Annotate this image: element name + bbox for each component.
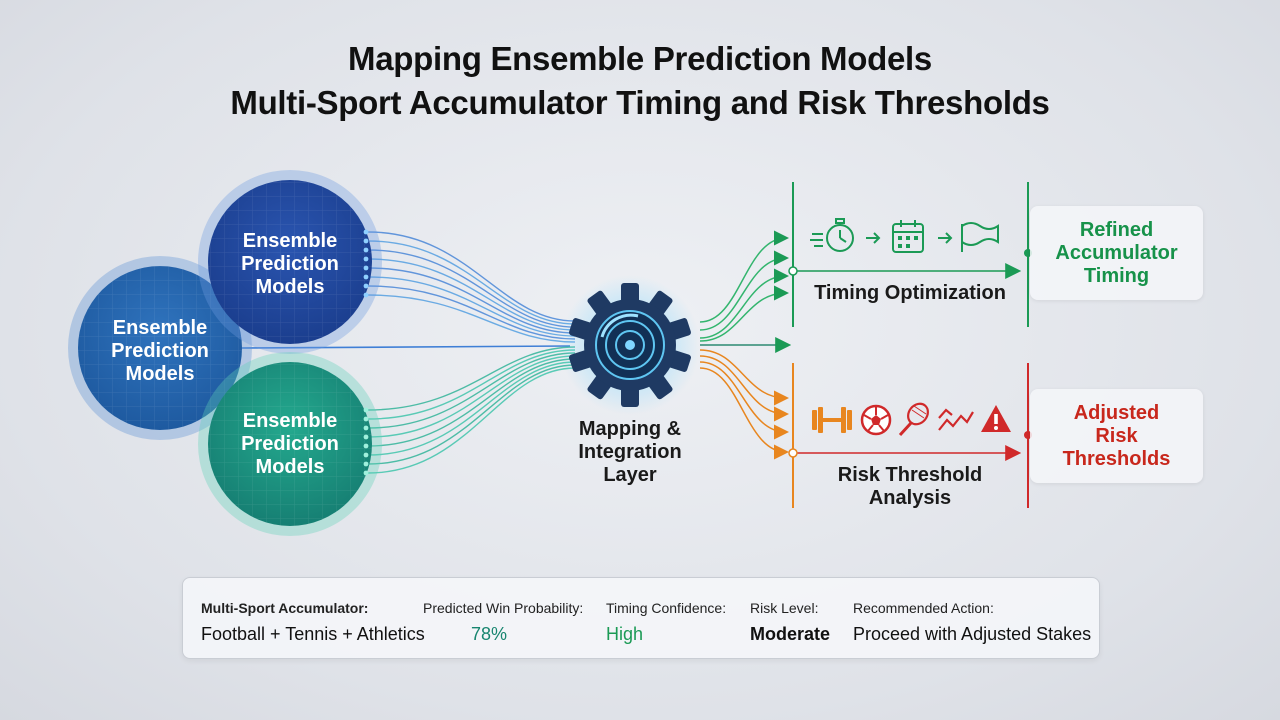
node-dot — [363, 461, 369, 467]
flow-line — [367, 364, 576, 465]
gear-icon — [560, 275, 700, 415]
calendar-icon — [892, 220, 924, 253]
gear-tooth — [621, 283, 639, 303]
arrow-right-icon — [938, 232, 953, 244]
node-dot — [363, 434, 369, 440]
node-dot — [363, 265, 369, 271]
flow-line — [367, 352, 576, 429]
risk-flow-lines — [699, 349, 789, 460]
timing-flow-line — [699, 285, 789, 342]
node-dot — [363, 470, 369, 476]
soccer-ball-icon — [860, 404, 892, 436]
node-dot — [363, 407, 369, 413]
flow-line — [367, 285, 576, 340]
node-dot — [363, 247, 369, 253]
flow-line — [367, 240, 576, 325]
flow-line — [367, 231, 576, 322]
model-circle-top — [198, 170, 382, 354]
risk-node — [788, 448, 798, 458]
risk-flow-line — [699, 355, 789, 422]
flow-line — [367, 258, 576, 331]
title-line-1: Mapping Ensemble Prediction Models — [348, 40, 932, 77]
gear-tooth — [621, 387, 639, 407]
flow-line — [367, 355, 576, 438]
node-dot — [363, 229, 369, 235]
node-dot — [363, 283, 369, 289]
flow-line — [241, 345, 571, 349]
blue-flow-lines — [241, 231, 576, 349]
risk-flow-line — [699, 367, 789, 460]
flow-line — [367, 249, 576, 328]
title-line-2: Multi-Sport Accumulator Timing and Risk … — [230, 84, 1050, 121]
node-dot — [363, 452, 369, 458]
model-circle-left — [68, 256, 252, 440]
summary-win-probability: Predicted Win Probability: 78% — [423, 600, 584, 644]
node-dot — [363, 416, 369, 422]
timing-flow-line — [699, 230, 789, 323]
node-dot — [363, 256, 369, 262]
summary-timing-confidence: Timing Confidence: High — [606, 600, 727, 644]
summary-accumulator: Multi-Sport Accumulator: Football + Tenn… — [201, 600, 425, 644]
flow-line — [367, 349, 576, 420]
summary-risk-level: Risk Level: Moderate — [750, 600, 831, 644]
timing-node — [788, 266, 798, 276]
flow-line — [367, 276, 576, 337]
flow-line — [367, 358, 576, 447]
node-dots — [363, 229, 369, 476]
timing-flow-lines — [699, 230, 789, 342]
flow-line — [367, 294, 576, 343]
trend-chart-icon — [938, 408, 974, 431]
timing-flow-line — [699, 250, 789, 331]
flow-line — [367, 367, 576, 474]
timing-stage-label: Timing Optimization — [814, 282, 1006, 304]
timing-flow-line — [699, 268, 789, 339]
summary-recommended-action: Recommended Action: Proceed with Adjuste… — [853, 600, 1092, 644]
stopwatch-icon — [810, 218, 854, 252]
dumbbell-icon — [812, 407, 852, 433]
risk-flow-line — [699, 349, 789, 406]
flow-line — [367, 346, 576, 411]
flow-line — [367, 267, 576, 334]
tennis-racket-icon — [898, 402, 929, 437]
finish-flag-icon — [961, 222, 999, 252]
arrow-right-icon — [866, 232, 881, 244]
summary-panel: Multi-Sport Accumulator: Football + Tenn… — [182, 577, 1100, 659]
node-dot — [363, 425, 369, 431]
node-dot — [363, 292, 369, 298]
node-dot — [363, 274, 369, 280]
warning-icon — [981, 405, 1011, 432]
teal-flow-lines — [367, 346, 576, 474]
node-dot — [363, 443, 369, 449]
model-circle-bottom — [198, 352, 382, 536]
risk-flow-line — [699, 361, 789, 440]
flow-line — [367, 361, 576, 456]
node-dot — [363, 238, 369, 244]
